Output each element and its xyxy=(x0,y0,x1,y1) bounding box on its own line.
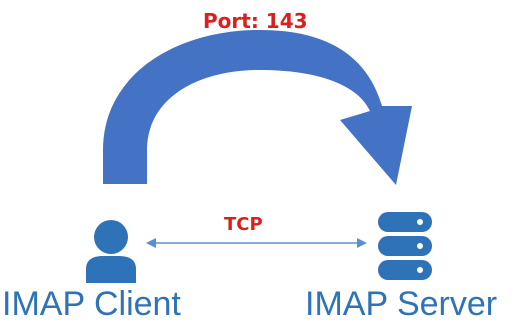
protocol-label: TCP xyxy=(224,214,263,235)
client-label: IMAP Client xyxy=(2,285,181,323)
tcp-connector-arrow xyxy=(146,238,367,248)
curved-arrow xyxy=(103,30,412,185)
user-icon xyxy=(86,220,136,283)
database-icon xyxy=(378,212,432,280)
port-label: Port: 143 xyxy=(203,9,308,33)
server-label: IMAP Server xyxy=(305,285,498,323)
